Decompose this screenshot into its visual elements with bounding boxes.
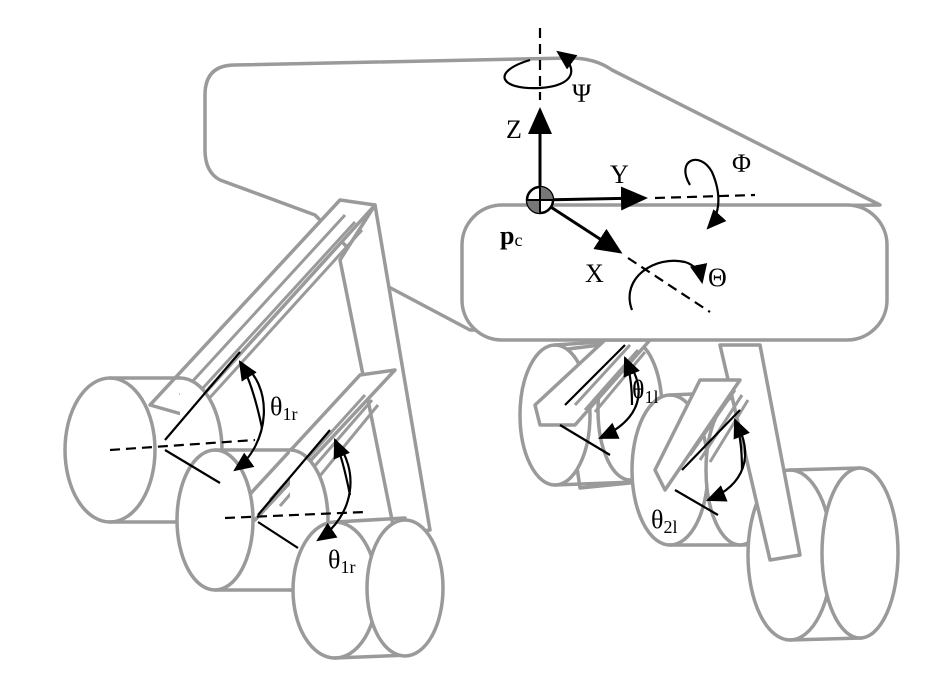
theta-label: Θ bbox=[708, 263, 727, 292]
y-label: Y bbox=[610, 160, 629, 189]
x-label: X bbox=[585, 259, 604, 288]
joint-theta1r-upper bbox=[109, 351, 265, 484]
psi-rotation-arrow bbox=[503, 50, 578, 90]
x-axis-arrow bbox=[539, 198, 623, 254]
y-axis-dashed bbox=[654, 193, 756, 200]
wheel-axis-left2 bbox=[224, 510, 366, 520]
joint-theta2l bbox=[674, 409, 750, 516]
joint-theta1r-lower bbox=[224, 429, 366, 549]
joint-theta1l bbox=[559, 344, 640, 456]
phi-label: Φ bbox=[732, 149, 751, 178]
origin-pc-icon bbox=[525, 185, 555, 215]
theta-2l-label: θ2l bbox=[651, 505, 677, 537]
theta-rotation-arrow bbox=[628, 259, 708, 311]
theta-1l-label: θ1l bbox=[632, 375, 658, 407]
coordinate-frame bbox=[503, 28, 756, 313]
x-axis-dashed bbox=[627, 257, 711, 313]
pc-label: pc bbox=[500, 221, 522, 250]
wheel-left-3 bbox=[291, 516, 445, 660]
z-label: Z bbox=[506, 115, 522, 144]
phi-rotation-arrow bbox=[684, 158, 727, 230]
wheel-axis-left1 bbox=[109, 438, 256, 452]
theta-1r-label-lower: θ1r bbox=[328, 545, 355, 577]
lower-chassis bbox=[460, 203, 889, 342]
psi-label: Ψ bbox=[572, 79, 592, 108]
theta-1r-label-upper: θ1r bbox=[270, 392, 297, 424]
y-axis-arrow bbox=[539, 186, 648, 211]
